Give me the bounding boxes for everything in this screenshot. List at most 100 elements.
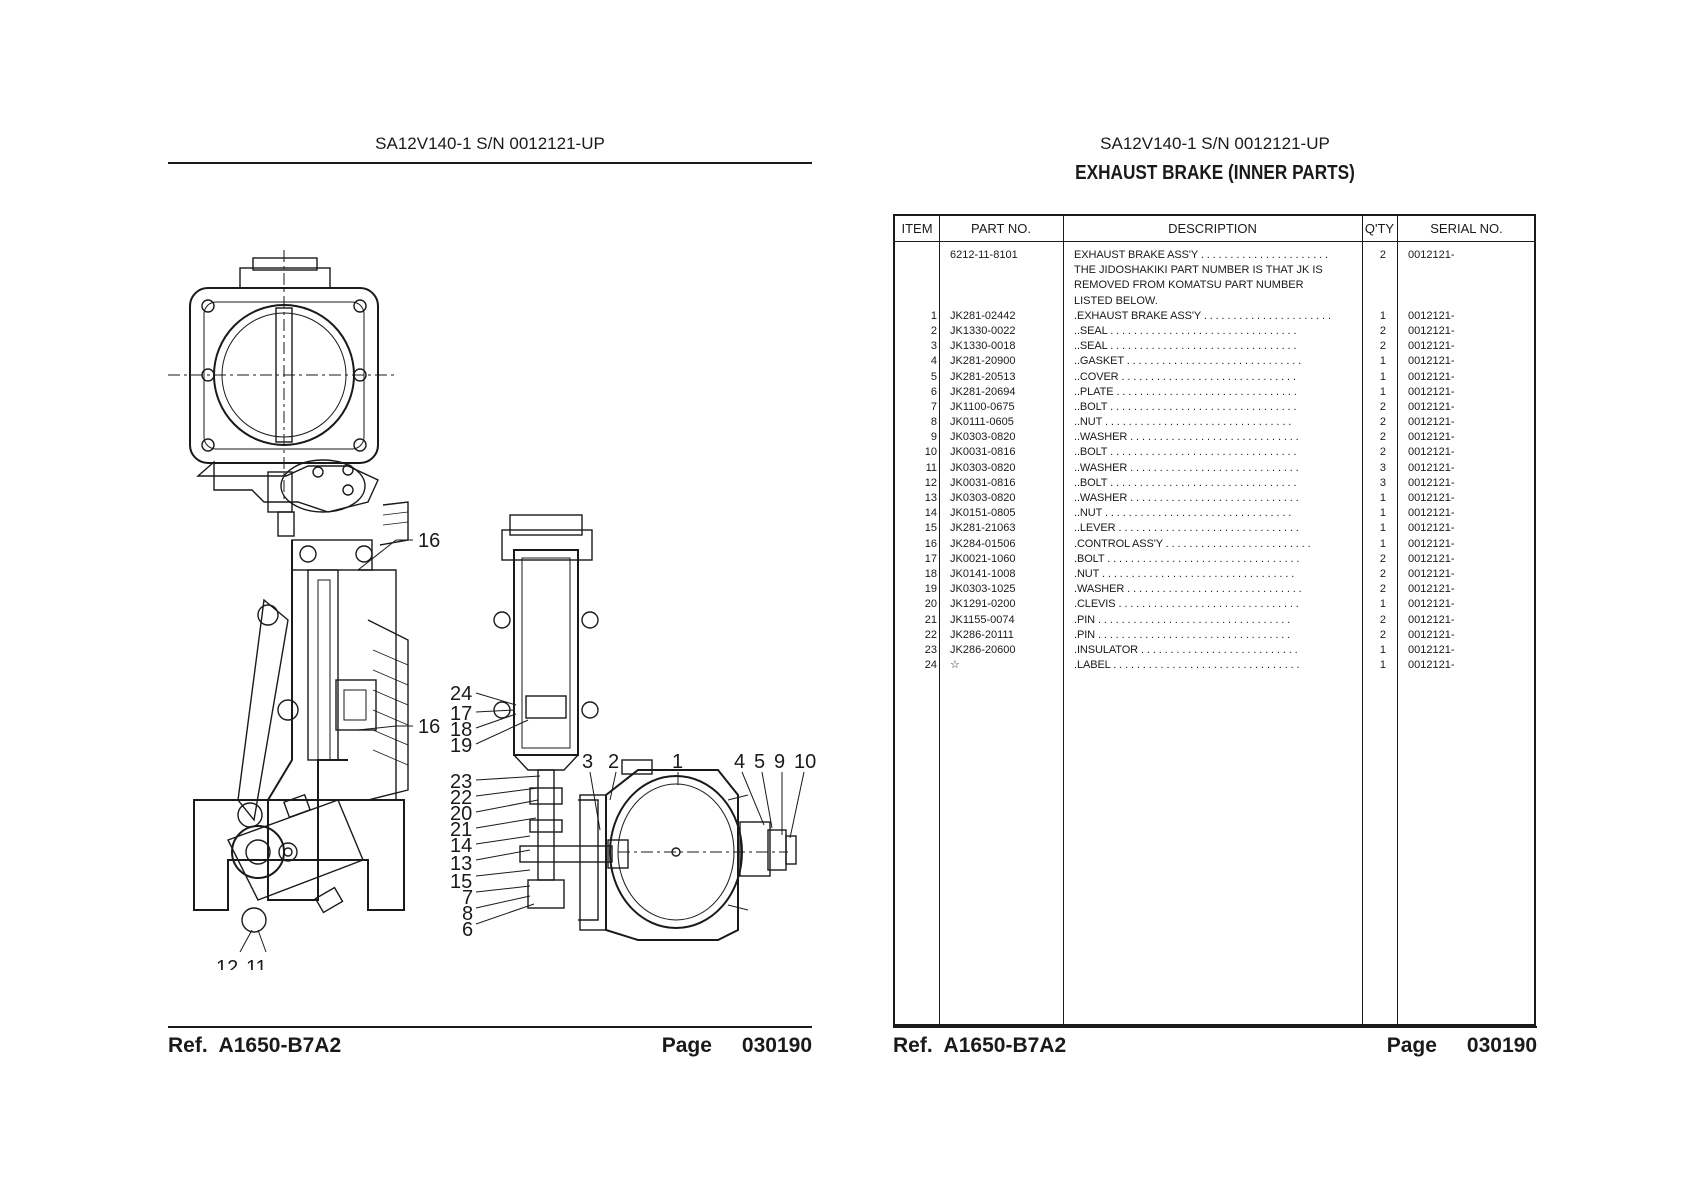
serial-number: 0012121-: [1408, 431, 1455, 444]
part-number: ☆: [950, 659, 960, 672]
column-header-description: DESCRIPTION: [1168, 221, 1257, 236]
assembly-serial: 0012121-: [1408, 249, 1455, 261]
callout-5: 5: [754, 751, 765, 773]
part-number: JK281-02442: [950, 309, 1016, 322]
serial-number: 0012121-: [1408, 522, 1455, 535]
part-description: ..COVER . . . . . . . . . . . . . . . . …: [1074, 370, 1296, 383]
part-number: JK1330-0018: [950, 340, 1016, 353]
part-number: JK286-20111: [950, 628, 1014, 641]
callout-4: 4: [734, 751, 745, 773]
part-number: JK0141-1008: [950, 567, 1016, 580]
serial-number: 0012121-: [1408, 309, 1455, 322]
quantity: 3: [1379, 461, 1386, 474]
item-number: 24: [924, 659, 937, 672]
quantity: 1: [1379, 598, 1386, 611]
part-description: .BOLT . . . . . . . . . . . . . . . . . …: [1074, 552, 1300, 565]
serial-number: 0012121-: [1408, 583, 1455, 596]
part-description: .WASHER . . . . . . . . . . . . . . . . …: [1074, 583, 1302, 596]
item-number: 14: [924, 507, 937, 520]
part-number: JK0151-0805: [950, 507, 1016, 520]
assembly-qty: 2: [1379, 249, 1386, 261]
part-description: .LABEL . . . . . . . . . . . . . . . . .…: [1074, 659, 1300, 672]
part-number: JK0021-1060: [950, 552, 1016, 565]
quantity: 2: [1379, 567, 1386, 580]
part-number: JK0303-0820: [950, 492, 1016, 504]
assembly-row: 6212-11-8101 EXHAUST BRAKE ASS'Y . . . .…: [895, 248, 1534, 263]
left-footer-rule: [168, 1026, 812, 1028]
callout-labels: 16 16 24 17 18 19 3 2 1 4 5 9 10 23 22 2…: [216, 530, 816, 970]
item-number: 11: [925, 461, 937, 474]
serial-number: 0012121-: [1408, 507, 1455, 520]
serial-number: 0012121-: [1408, 340, 1455, 353]
callout-3: 3: [582, 751, 593, 773]
quantity: 1: [1379, 507, 1386, 520]
serial-number: 0012121-: [1408, 385, 1455, 398]
callout-13: 13: [450, 853, 472, 875]
part-description: ..WASHER . . . . . . . . . . . . . . . .…: [1074, 431, 1299, 444]
item-number: 4: [930, 355, 937, 368]
left-header-rule: [168, 162, 812, 164]
callout-1: 1: [672, 751, 683, 773]
part-number: JK281-20900: [950, 355, 1016, 368]
part-number: JK1155-0074: [950, 613, 1015, 626]
quantity: 2: [1379, 416, 1386, 429]
callout-12: 12: [216, 957, 238, 970]
quantity: 1: [1379, 385, 1386, 398]
callout-19: 19: [450, 735, 472, 757]
part-number: JK0031-0816: [950, 476, 1016, 489]
quantity: 1: [1379, 659, 1386, 672]
part-description: .CLEVIS . . . . . . . . . . . . . . . . …: [1074, 598, 1299, 611]
callout-2: 2: [608, 751, 619, 773]
item-number: 15: [924, 522, 937, 535]
item-number: 5: [930, 370, 937, 383]
note-line: THE JIDOSHAKIKI PART NUMBER IS THAT JK I…: [1074, 264, 1323, 277]
flange-top-view: [168, 250, 398, 537]
left-page-code: 030190: [741, 1034, 812, 1057]
callout-20: 20: [450, 803, 472, 825]
callout-17: 17: [450, 703, 472, 725]
item-number: 9: [930, 431, 937, 444]
quantity: 2: [1379, 340, 1386, 353]
part-description: ..WASHER . . . . . . . . . . . . . . . .…: [1074, 461, 1299, 474]
right-page-header: SA12V140-1 S/N 0012121-UP: [1100, 134, 1330, 153]
quantity: 1: [1379, 355, 1386, 368]
item-number: 21: [924, 613, 937, 626]
item-number: 22: [924, 628, 937, 641]
callout-21: 21: [450, 819, 472, 841]
part-number: JK281-20694: [950, 385, 1016, 398]
quantity: 1: [1379, 492, 1386, 504]
part-description: ..BOLT . . . . . . . . . . . . . . . . .…: [1074, 446, 1297, 459]
parts-rows: 6212-11-8101 EXHAUST BRAKE ASS'Y . . . .…: [895, 248, 1534, 673]
part-description: ..BOLT . . . . . . . . . . . . . . . . .…: [1074, 400, 1297, 413]
quantity: 1: [1379, 370, 1386, 383]
callout-16-upper: 16: [418, 530, 440, 552]
serial-number: 0012121-: [1408, 613, 1455, 626]
quantity: 2: [1379, 583, 1386, 596]
item-number: 7: [930, 400, 937, 413]
leader-lines: [239, 539, 805, 953]
assembly-front-view: [493, 514, 629, 921]
item-number: 12: [924, 476, 937, 489]
part-description: .EXHAUST BRAKE ASS'Y . . . . . . . . . .…: [1074, 309, 1331, 322]
right-page-label: Page: [1386, 1034, 1437, 1057]
part-number: JK286-20600: [950, 643, 1016, 656]
item-number: 1: [930, 309, 937, 322]
serial-number: 0012121-: [1408, 416, 1455, 429]
item-number: 18: [924, 567, 937, 580]
serial-number: 0012121-: [1408, 552, 1455, 565]
part-description: ..PLATE . . . . . . . . . . . . . . . . …: [1074, 385, 1297, 398]
serial-number: 0012121-: [1408, 461, 1455, 474]
assembly-part-no: 6212-11-8101: [950, 249, 1018, 261]
